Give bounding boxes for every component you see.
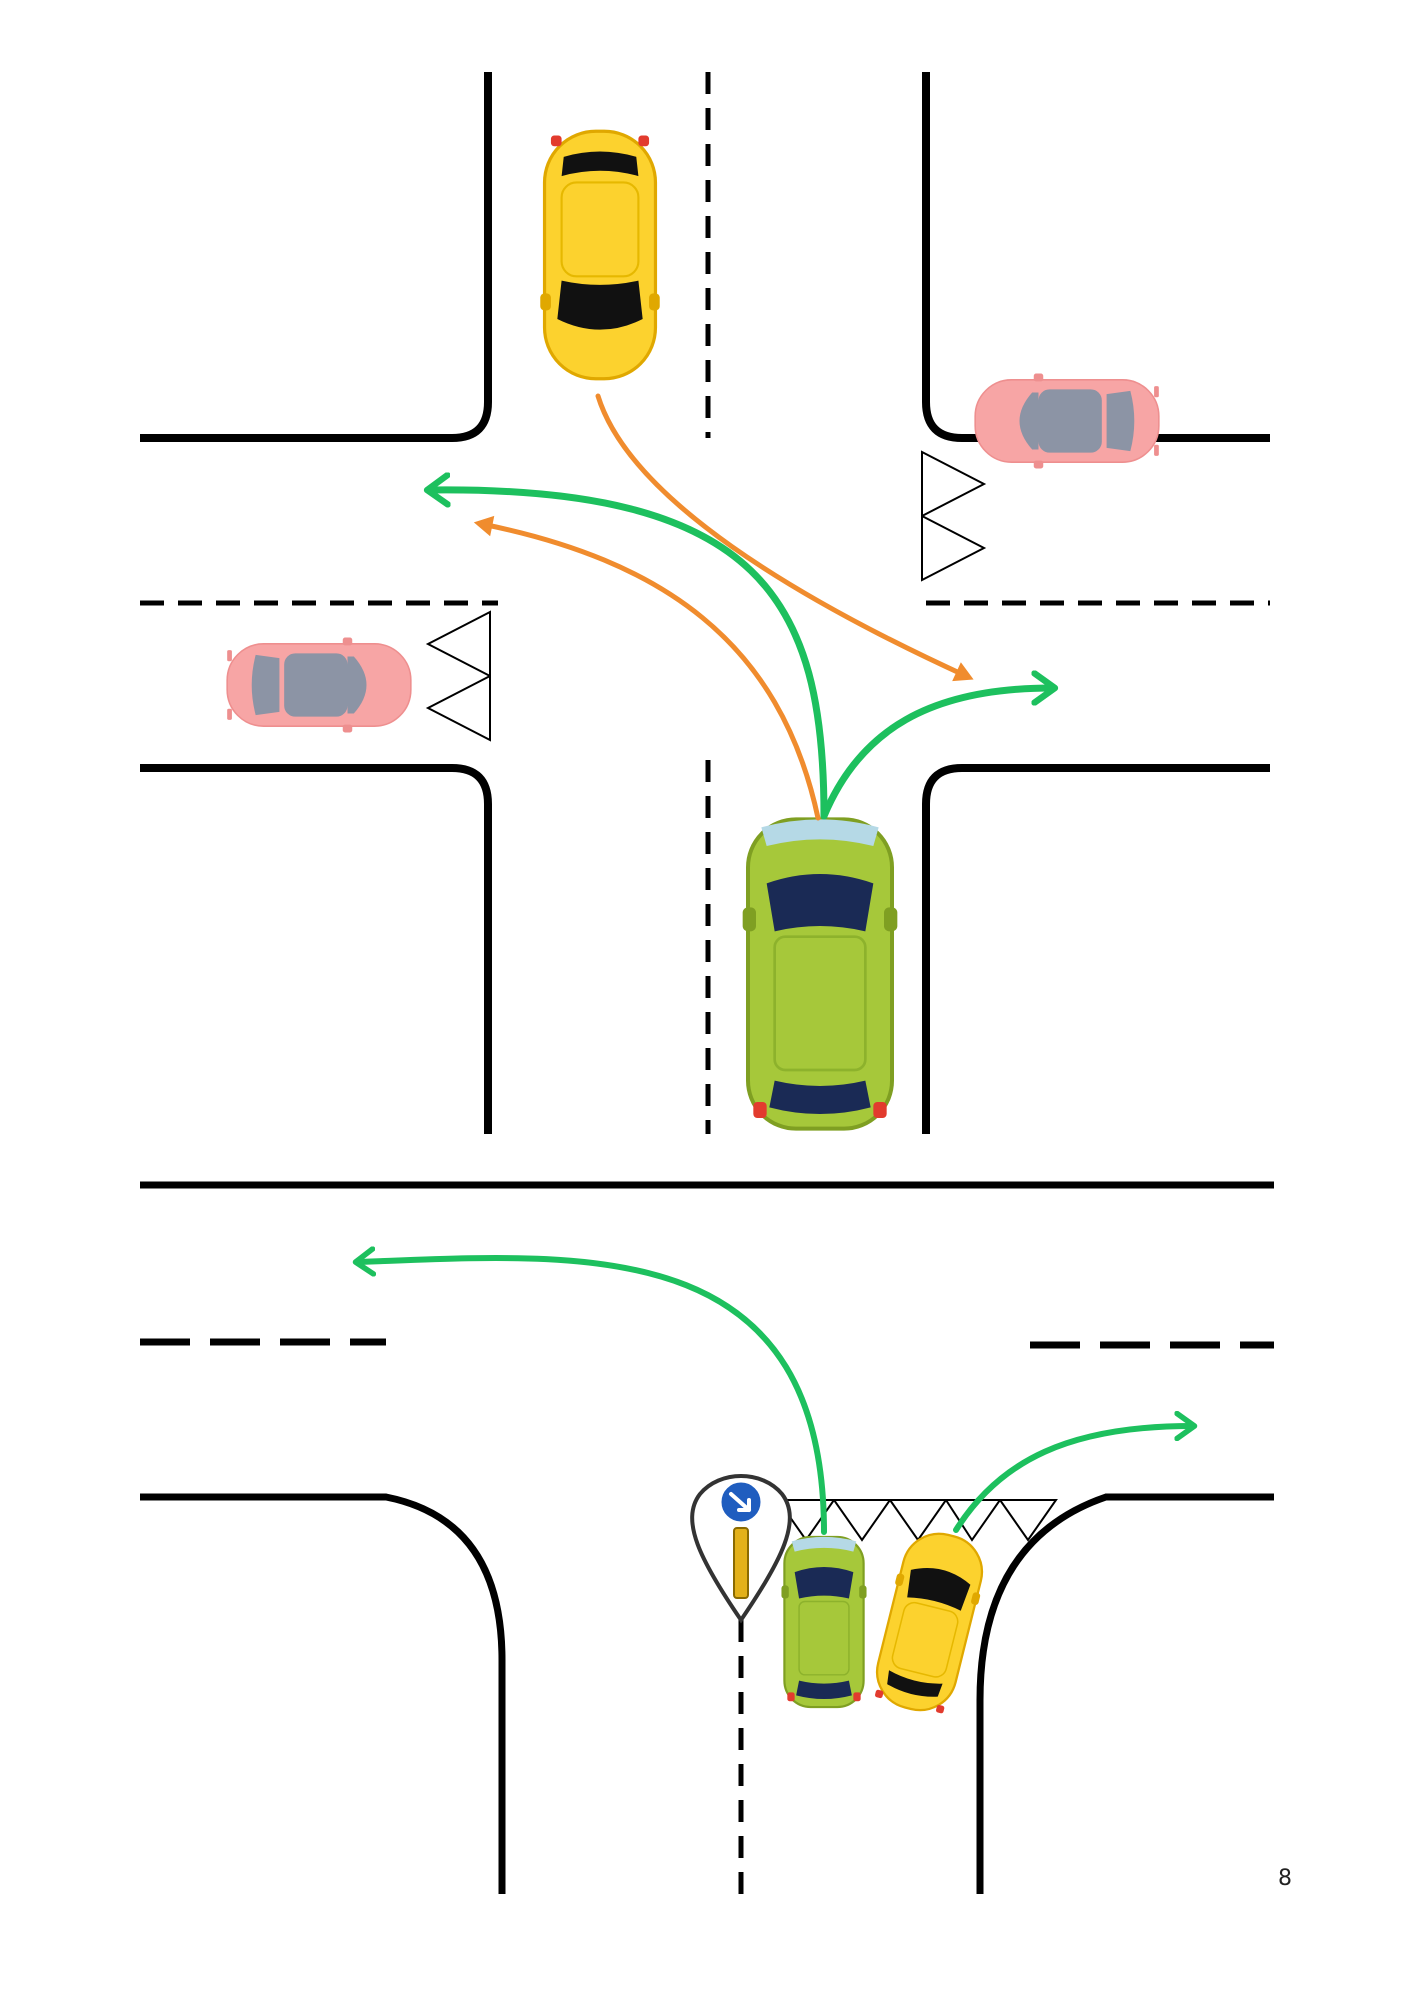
green-car-icon [780, 1535, 868, 1709]
curb-top-left [140, 72, 492, 442]
green-car-icon [743, 819, 898, 1128]
curb-top-right [922, 72, 1270, 442]
yield-markings-right [921, 450, 987, 582]
green-path-left-turn [358, 1258, 827, 1535]
green-path-left-turn [430, 490, 828, 820]
pink-car-right-icon [974, 372, 1160, 470]
yield-triangle-icon [832, 1499, 892, 1542]
green-path-right-turn [820, 688, 1052, 820]
crossroads-scene [140, 72, 1270, 1134]
curb-bottom-left [140, 1493, 506, 1894]
orange-path-yellow-car [595, 393, 974, 682]
yield-markings-left [425, 610, 491, 742]
curb-bottom-left [140, 764, 492, 1134]
yield-markings-bottom [776, 1499, 1058, 1542]
yellow-car-icon [538, 129, 662, 381]
yield-triangle-icon [425, 610, 491, 678]
yield-triangle-icon [888, 1499, 948, 1542]
yield-triangle-icon [921, 514, 987, 582]
pink-car-left-icon [226, 636, 412, 734]
green-path-right-turn [953, 1426, 1192, 1533]
keep-right-sign-icon [690, 1474, 792, 1624]
yield-triangle-icon [998, 1499, 1058, 1542]
curb-bottom-right [922, 764, 1270, 1134]
yield-triangle-icon [425, 674, 491, 742]
yellow-car-icon [865, 1524, 994, 1720]
t-junction-scene [140, 1181, 1274, 1894]
page-number: 8 [1278, 1866, 1292, 1891]
yield-triangle-icon [776, 1499, 836, 1542]
curb-bottom-right [976, 1493, 1274, 1894]
orange-path-green-car [473, 515, 821, 821]
yield-triangle-icon [921, 450, 987, 518]
